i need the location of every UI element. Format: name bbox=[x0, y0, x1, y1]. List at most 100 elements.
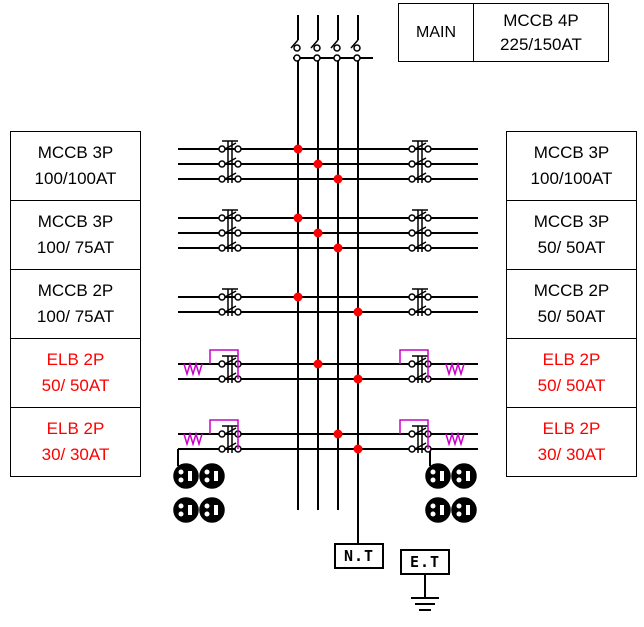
outlet-slot bbox=[430, 511, 436, 517]
outlet-slot bbox=[456, 477, 462, 483]
branch-switch-blade bbox=[224, 427, 237, 435]
branch-switch-contact bbox=[218, 175, 226, 183]
left-breaker-5-rating: 30/ 30AT bbox=[41, 445, 110, 464]
branch-switch-contact bbox=[218, 375, 226, 383]
elb-trip-link bbox=[399, 419, 429, 449]
branch-switch-blade bbox=[224, 211, 237, 219]
left-breaker-4-rating: 50/ 50AT bbox=[41, 376, 110, 395]
branch-switch-blade bbox=[414, 211, 427, 219]
earth-terminal-label: E.T bbox=[400, 549, 450, 575]
outlet-icon bbox=[425, 463, 451, 489]
outlet-slot bbox=[456, 511, 462, 517]
branch-switch-contact bbox=[234, 308, 242, 316]
branch-switch-contact bbox=[408, 175, 416, 183]
branch-switch-contact bbox=[408, 308, 416, 316]
branch-switch-contact bbox=[218, 293, 226, 301]
branch-switch-contact bbox=[424, 308, 432, 316]
main-label: MAIN bbox=[399, 4, 474, 61]
branch-switch-contact bbox=[408, 360, 416, 368]
outlet-slot bbox=[204, 469, 210, 475]
branch-switch-blade bbox=[414, 305, 427, 313]
main-switch-contact bbox=[333, 54, 341, 62]
junction-dot bbox=[313, 359, 323, 369]
elb-trip-link bbox=[209, 349, 239, 379]
outlet-slot bbox=[178, 511, 184, 517]
outlet-icon bbox=[199, 463, 225, 489]
neutral-terminal-label: N.T bbox=[334, 543, 384, 569]
branch-switch-contact bbox=[424, 145, 432, 153]
branch-switch-contact bbox=[234, 214, 242, 222]
main-switch-contact bbox=[333, 44, 341, 52]
outlet-slot bbox=[188, 471, 192, 481]
junction-dot bbox=[313, 159, 323, 169]
junction-dot bbox=[333, 243, 343, 253]
branch-switch-blade bbox=[224, 157, 237, 165]
left-breaker-2-rating: 100/ 75AT bbox=[36, 238, 115, 257]
branch-switch-contact bbox=[218, 308, 226, 316]
branch-switch-contact bbox=[218, 229, 226, 237]
branch-switch-blade bbox=[414, 172, 427, 180]
branch-switch-contact bbox=[218, 360, 226, 368]
right-breaker-1-type: MCCB 3P bbox=[533, 143, 610, 162]
branch-switch-contact bbox=[424, 214, 432, 222]
outlet-slot bbox=[178, 503, 184, 509]
junction-dot bbox=[333, 174, 343, 184]
branch-switch-contact bbox=[408, 145, 416, 153]
outlet-slot bbox=[178, 469, 184, 475]
branch-switch-contact bbox=[424, 175, 432, 183]
outlet-slot bbox=[214, 471, 218, 481]
left-breaker-1-type: MCCB 3P bbox=[37, 143, 114, 162]
branch-switch-blade bbox=[414, 357, 427, 365]
left-breaker-5: ELB 2P 30/ 30AT bbox=[10, 407, 141, 477]
branch-switch-blade bbox=[414, 226, 427, 234]
branch-switch-contact bbox=[218, 445, 226, 453]
right-breaker-3-rating: 50/ 50AT bbox=[537, 307, 606, 326]
branch-switch-blade bbox=[224, 442, 237, 450]
branch-switch-blade bbox=[414, 442, 427, 450]
right-breaker-2-rating: 50/ 50AT bbox=[537, 238, 606, 257]
branch-switch-contact bbox=[234, 229, 242, 237]
outlet-slot bbox=[440, 471, 444, 481]
junction-dot bbox=[353, 374, 363, 384]
left-breaker-3-rating: 100/ 75AT bbox=[36, 307, 115, 326]
main-switch-contact bbox=[313, 54, 321, 62]
outlet-icon bbox=[451, 497, 477, 523]
branch-switch-contact bbox=[424, 244, 432, 252]
junction-dot bbox=[293, 144, 303, 154]
branch-switch-contact bbox=[424, 229, 432, 237]
branch-switch-blade bbox=[224, 172, 237, 180]
junction-dot bbox=[333, 429, 343, 439]
right-breaker-2: MCCB 3P 50/ 50AT bbox=[506, 200, 637, 270]
branch-switch-blade bbox=[414, 290, 427, 298]
outlet-slot bbox=[430, 503, 436, 509]
branch-switch-contact bbox=[408, 244, 416, 252]
outlet-slot bbox=[430, 477, 436, 483]
main-spec: MCCB 4P 225/150AT bbox=[474, 4, 608, 61]
branch-switch-blade bbox=[224, 357, 237, 365]
branch-switch-blade bbox=[414, 241, 427, 249]
elb-trip-link bbox=[209, 419, 239, 449]
outlet-slot bbox=[466, 471, 470, 481]
branch-switch-blade bbox=[224, 372, 237, 380]
outlet-slot bbox=[430, 469, 436, 475]
main-switch-contact bbox=[313, 44, 321, 52]
main-switch-contact bbox=[293, 54, 301, 62]
outlet-slot bbox=[466, 505, 470, 515]
branch-switch-contact bbox=[218, 214, 226, 222]
branch-switch-contact bbox=[408, 430, 416, 438]
right-breaker-3: MCCB 2P 50/ 50AT bbox=[506, 269, 637, 339]
junction-dot bbox=[313, 228, 323, 238]
main-switch-contact bbox=[353, 44, 361, 52]
breaker-symbols bbox=[173, 39, 477, 523]
outlet-slot bbox=[178, 477, 184, 483]
outlet-icon bbox=[451, 463, 477, 489]
main-switch-blade bbox=[330, 39, 339, 49]
outlet-slot bbox=[456, 469, 462, 475]
branch-switch-contact bbox=[408, 375, 416, 383]
outlet-icon bbox=[173, 497, 199, 523]
branch-switch-contact bbox=[234, 293, 242, 301]
branch-switch-contact bbox=[218, 430, 226, 438]
outlet-slot bbox=[456, 503, 462, 509]
main-breaker-label: MAIN MCCB 4P 225/150AT bbox=[398, 3, 609, 62]
